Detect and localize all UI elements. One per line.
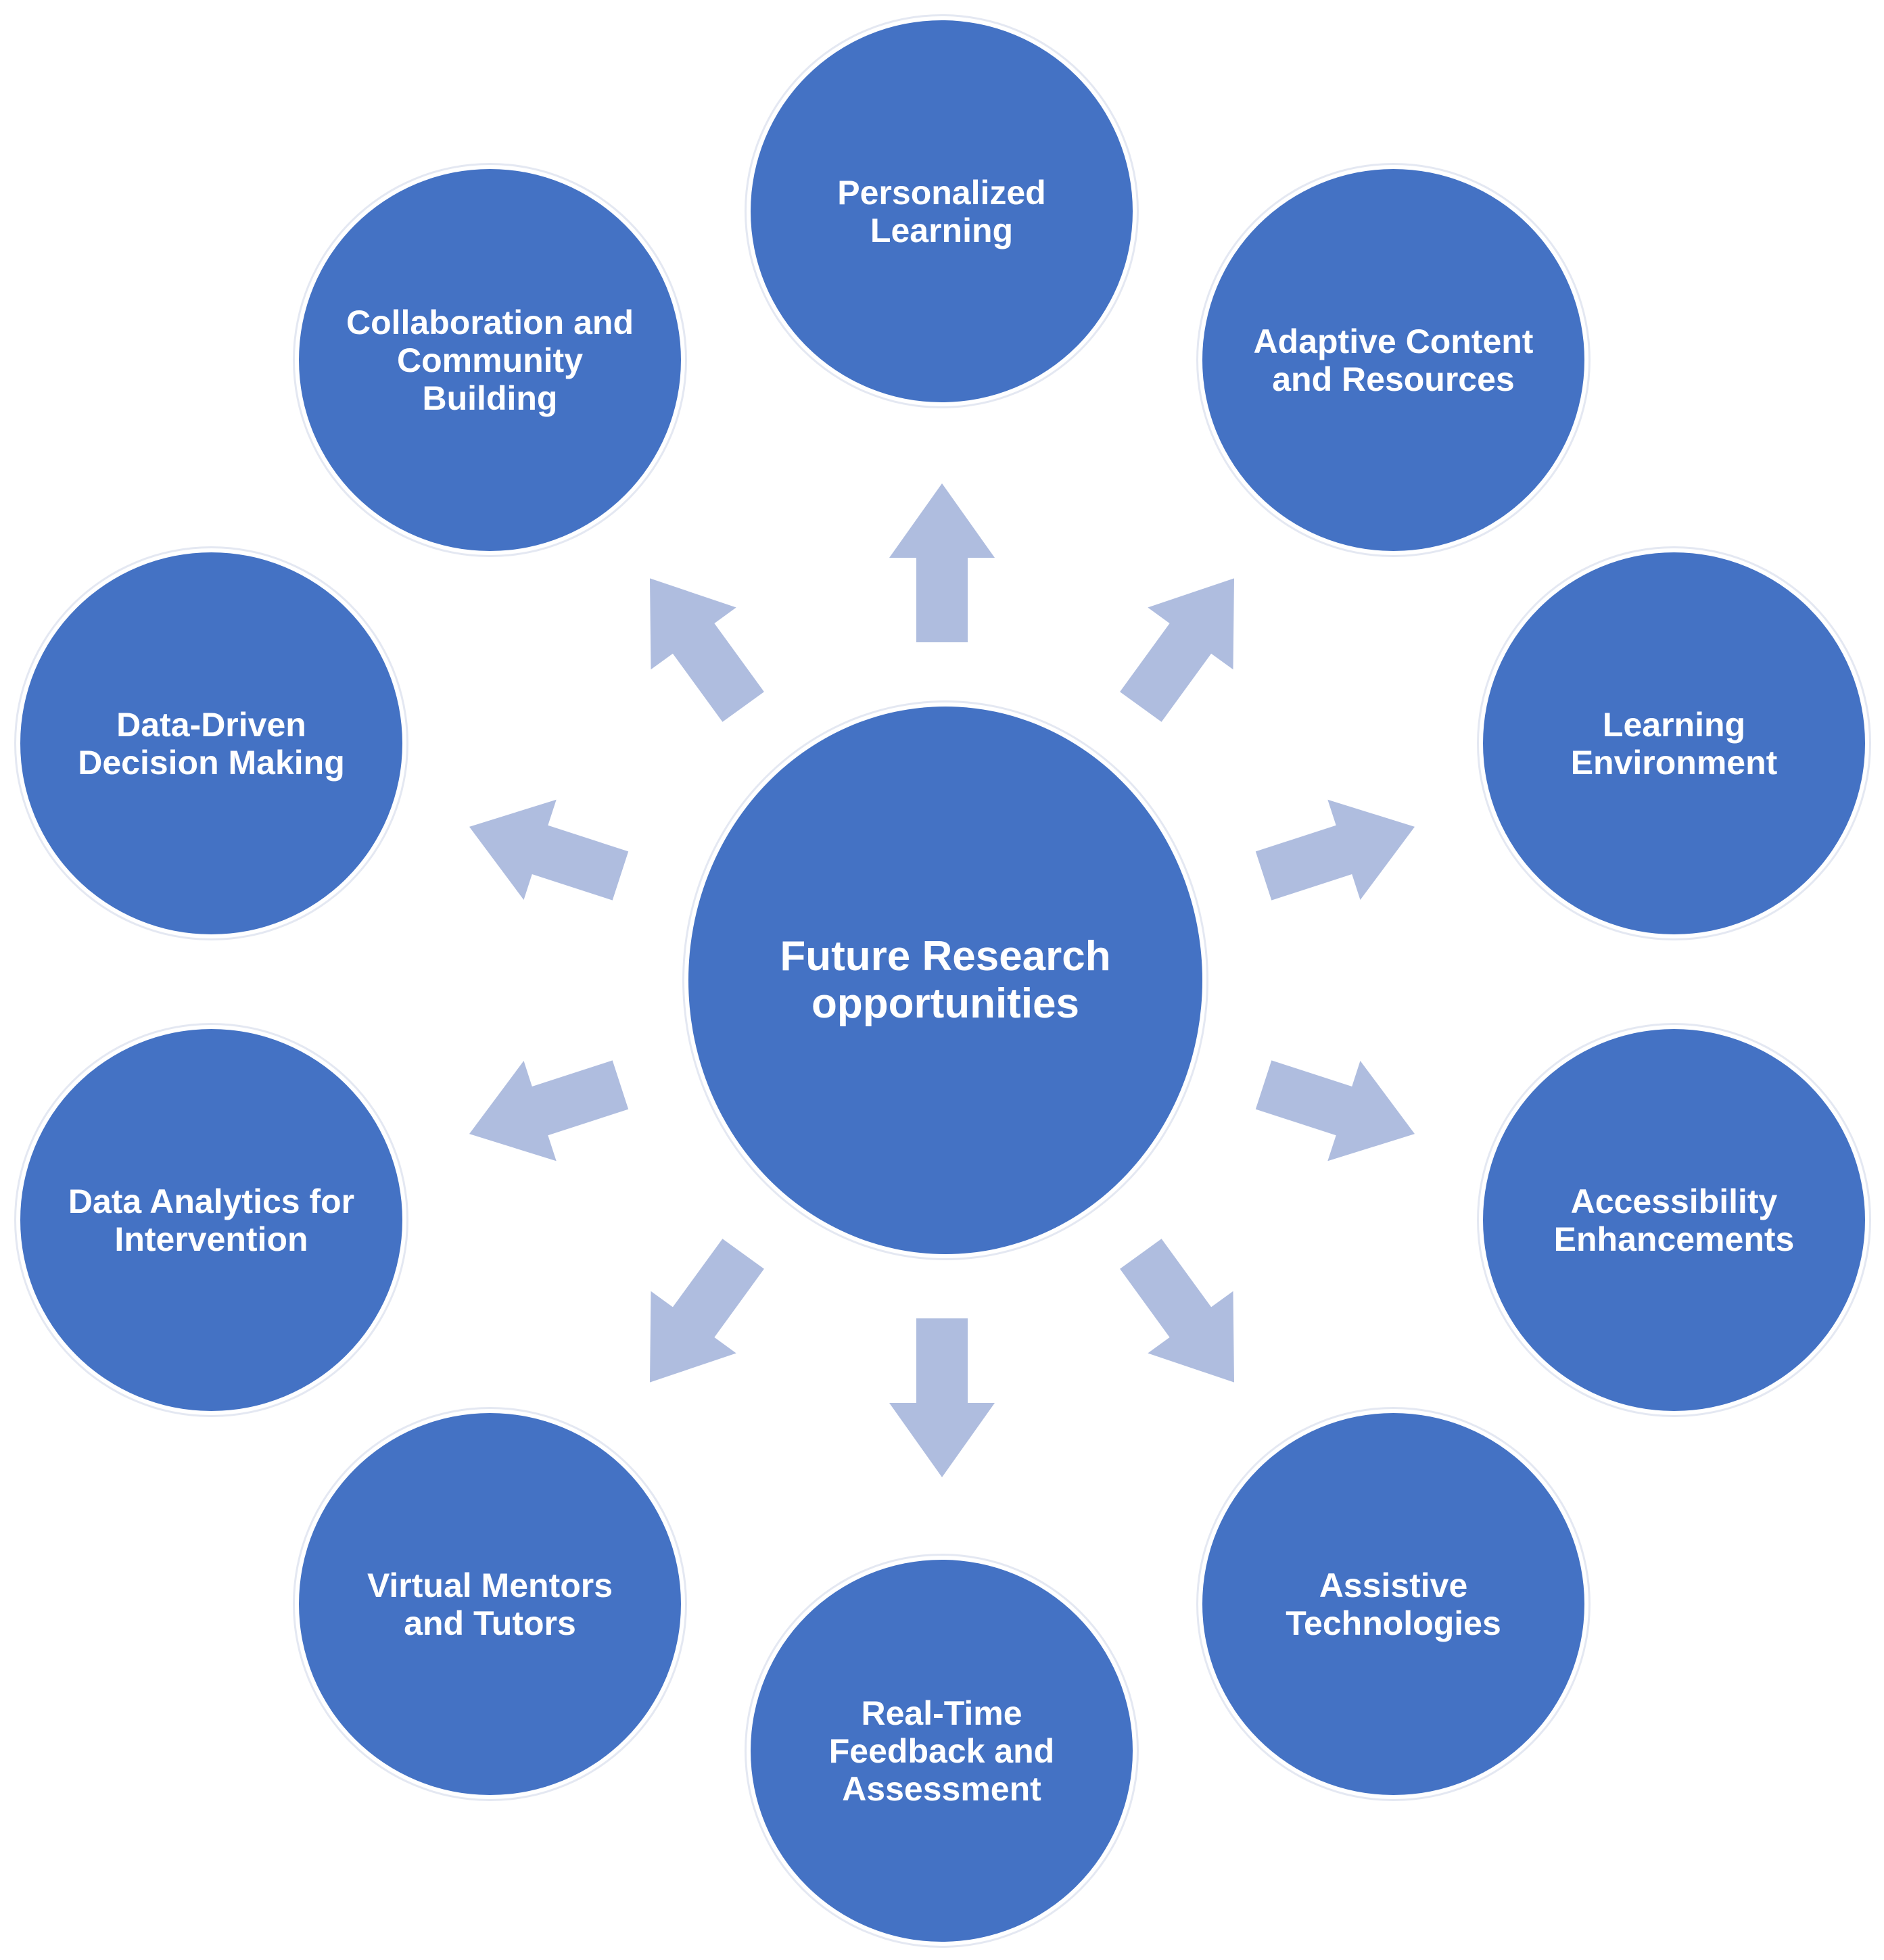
center-node-label: Future Research opportunities [780,933,1111,1027]
arrow-to-real-time-feedback [889,1318,995,1477]
node-learning-environment: Learning Environment [1483,552,1865,934]
arrow-to-assistive-technologies [1120,1239,1234,1383]
node-data-driven-decision: Data-Driven Decision Making [20,552,402,934]
node-label: Virtual Mentors and Tutors [367,1566,613,1642]
node-label: Adaptive Content and Resources [1253,322,1534,398]
arrow-to-learning-environment [1255,799,1415,901]
node-label: Data Analytics for Intervention [68,1182,355,1258]
node-label: Accessibility Enhancements [1553,1182,1795,1258]
arrow-to-personalized-learning [889,483,995,642]
node-label: Assistive Technologies [1286,1566,1501,1642]
arrow-to-accessibility-enhancements [1255,1060,1415,1162]
node-label: Real-Time Feedback and Assessment [828,1694,1055,1808]
node-adaptive-content: Adaptive Content and Resources [1202,169,1584,551]
node-label: Collaboration and Community Building [346,303,634,417]
node-label: Data-Driven Decision Making [78,705,345,782]
arrow-to-collaboration [650,578,764,722]
node-data-analytics: Data Analytics for Intervention [20,1029,402,1411]
arrow-to-adaptive-content [1120,578,1234,722]
node-real-time-feedback: Real-Time Feedback and Assessment [751,1560,1133,1942]
arrow-to-virtual-mentors [650,1239,764,1383]
node-collaboration: Collaboration and Community Building [299,169,681,551]
center-node: Future Research opportunities [688,707,1202,1254]
node-assistive-technologies: Assistive Technologies [1202,1413,1584,1795]
node-virtual-mentors: Virtual Mentors and Tutors [299,1413,681,1795]
arrow-to-data-driven-decision [469,799,629,901]
node-personalized-learning: Personalized Learning [751,20,1133,402]
node-label: Personalized Learning [837,173,1046,249]
node-accessibility-enhancements: Accessibility Enhancements [1483,1029,1865,1411]
arrow-to-data-analytics [469,1060,629,1162]
node-label: Learning Environment [1570,705,1778,782]
